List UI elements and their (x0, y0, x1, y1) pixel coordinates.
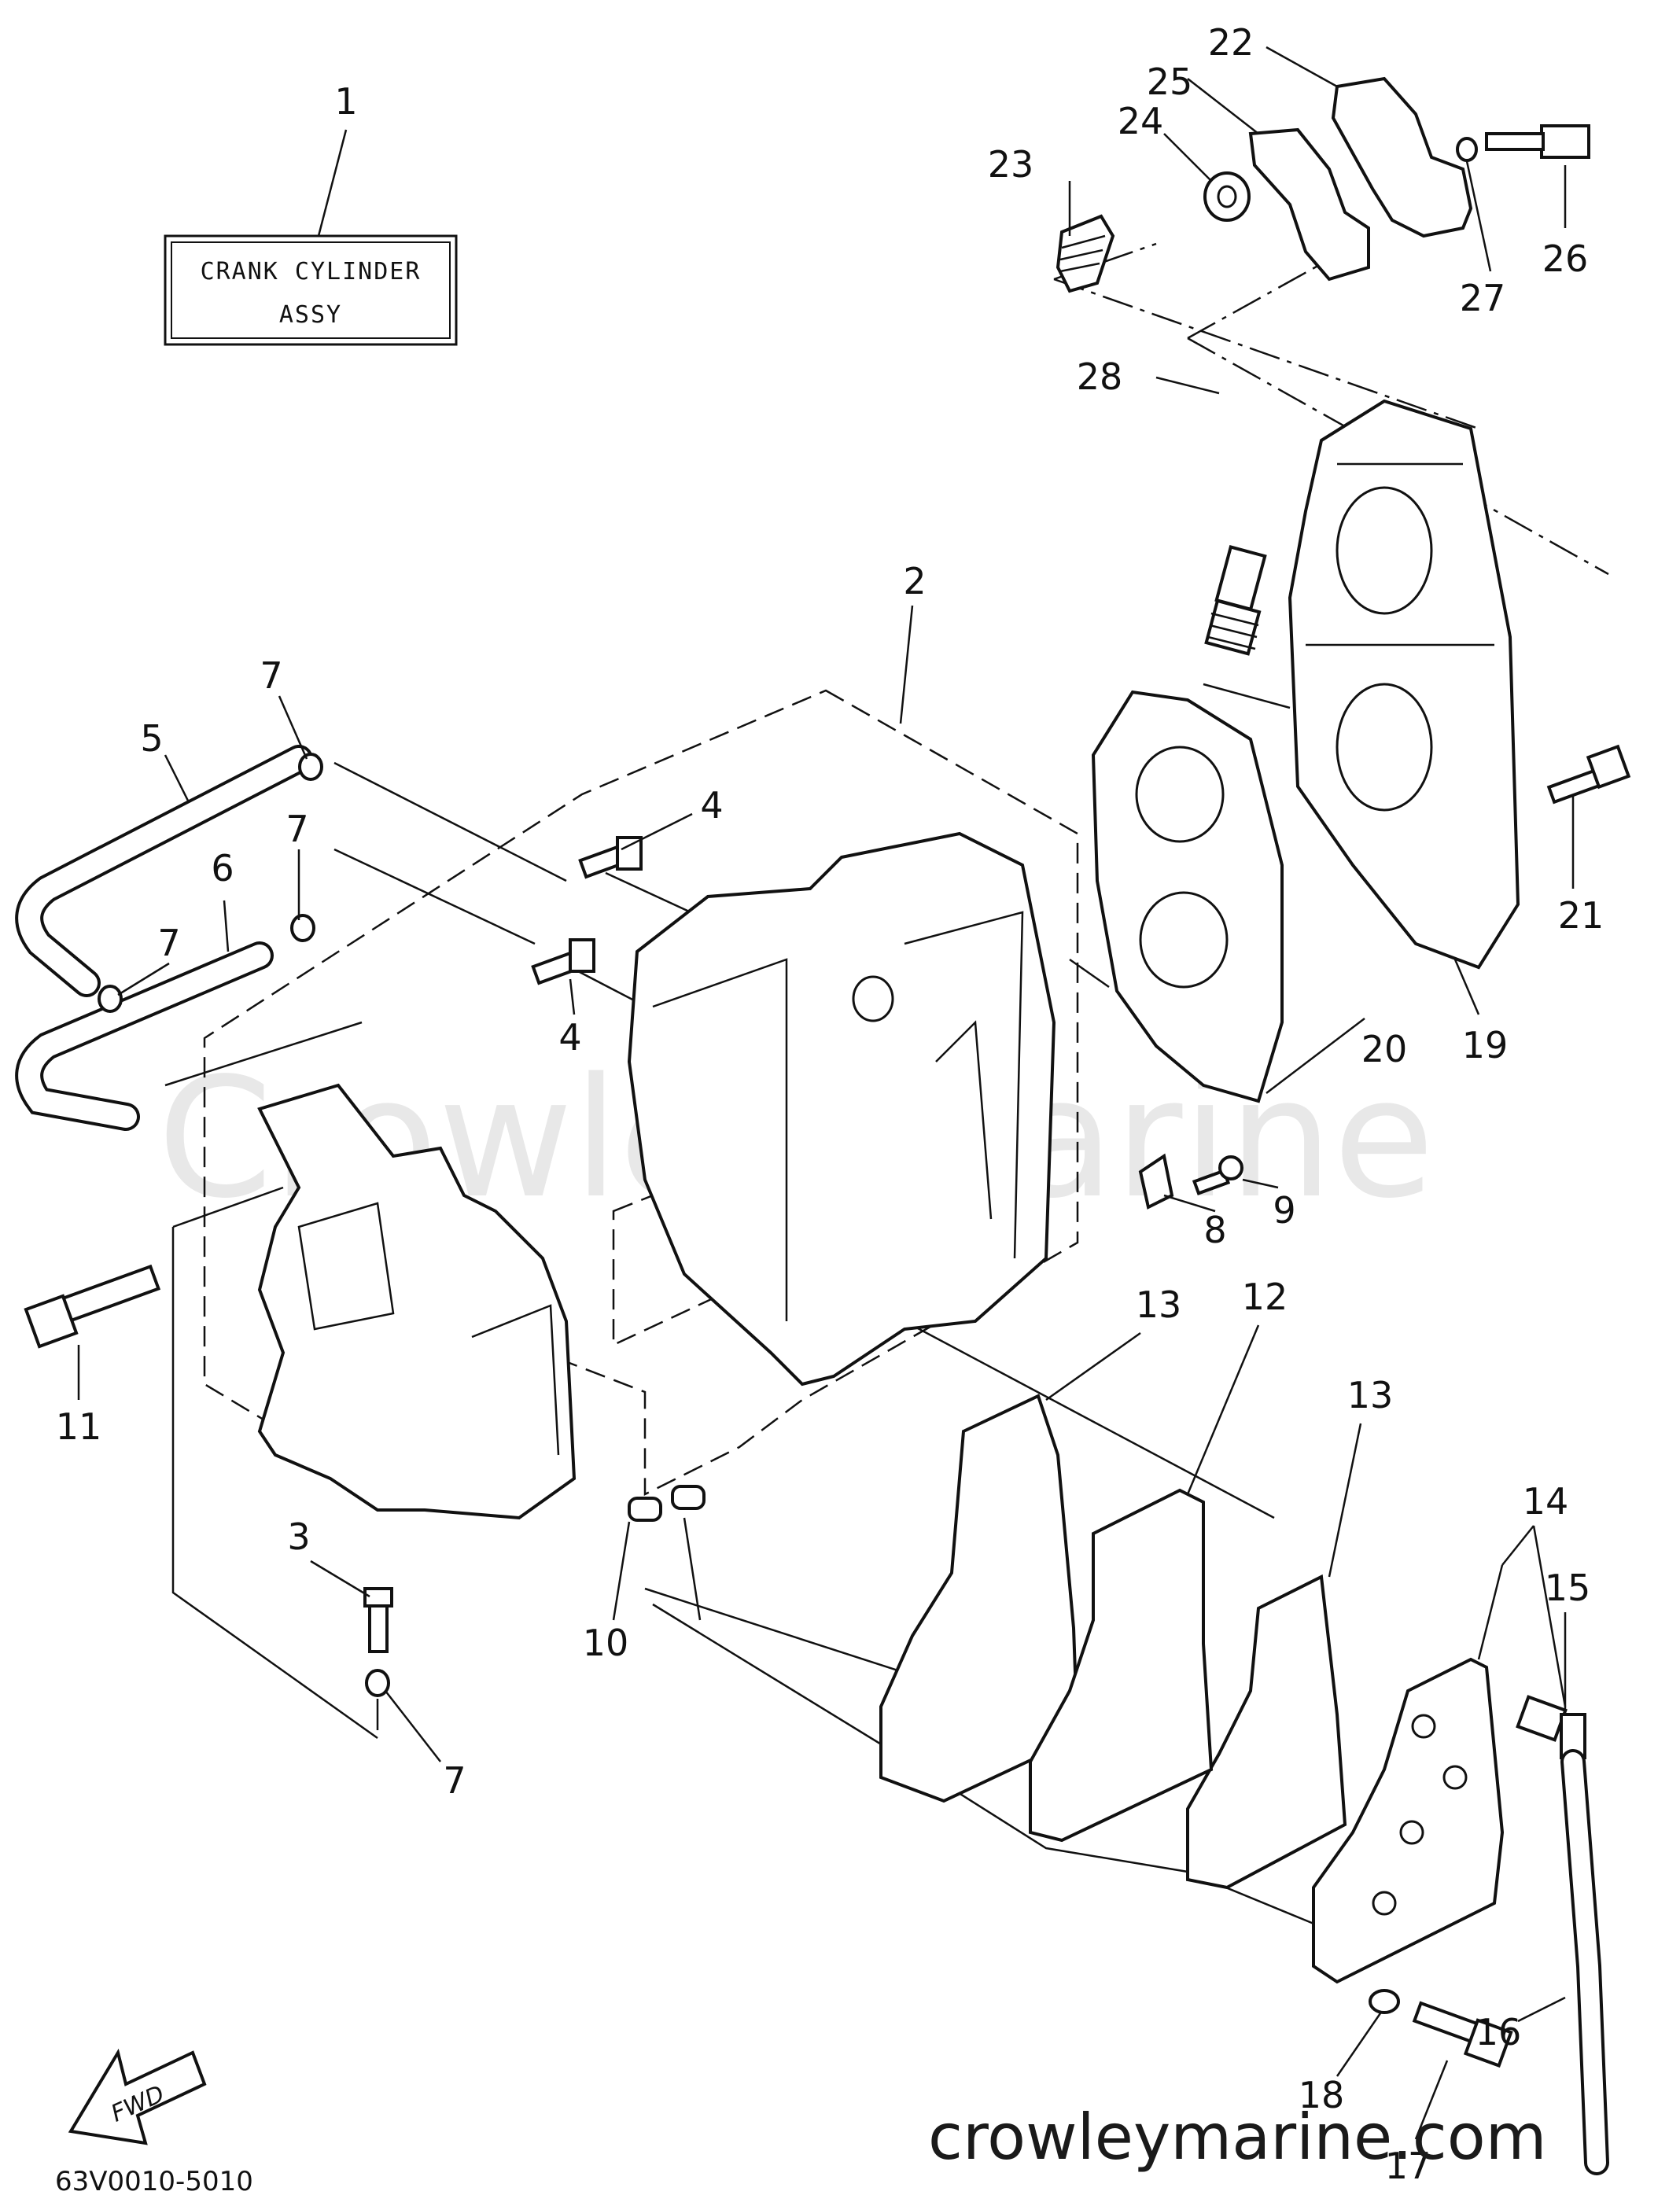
gasket-25 (1248, 127, 1370, 282)
bolt-21 (1546, 744, 1631, 805)
callout-22: 22 (1208, 21, 1254, 64)
bolt-17 (1412, 2001, 1513, 2068)
callout-7c: 7 (157, 922, 180, 964)
callout-25: 25 (1147, 61, 1193, 103)
callout-1: 1 (334, 80, 357, 123)
callout-7d: 7 (443, 1759, 466, 1802)
fitting-4a (578, 836, 643, 879)
clamp-8 (1138, 1153, 1174, 1210)
callout-20: 20 (1361, 1028, 1408, 1070)
callout-27: 27 (1460, 277, 1506, 319)
fwd-arrow-icon: FWD (68, 2048, 207, 2145)
callout-7b: 7 (286, 808, 308, 850)
gasket-13a (879, 1394, 1080, 1803)
callout-2: 2 (903, 560, 926, 602)
callout-23: 23 (988, 143, 1034, 186)
thermostat-cap-23 (1056, 214, 1115, 293)
callout-12: 12 (1242, 1276, 1288, 1318)
callout-15: 15 (1545, 1567, 1591, 1609)
callout-13a: 13 (1136, 1283, 1182, 1326)
washer-18 (1369, 1989, 1400, 2014)
cover-14 (1312, 1657, 1505, 1984)
callout-6: 6 (211, 847, 234, 889)
callout-3: 3 (287, 1515, 310, 1558)
callout-14: 14 (1523, 1480, 1569, 1523)
callout-24: 24 (1118, 100, 1164, 142)
plate-12 (1029, 1488, 1214, 1843)
clip-7d (365, 1669, 390, 1697)
clip-7c (98, 985, 123, 1013)
callout-5: 5 (140, 717, 163, 760)
spark-plug-28 (1204, 545, 1267, 656)
callout-11: 11 (56, 1405, 102, 1448)
callout-21: 21 (1558, 894, 1604, 937)
fitting-4b (531, 938, 595, 985)
assembly-boundary-2 (203, 689, 1079, 1497)
callout-16: 16 (1476, 2011, 1522, 2053)
head-gasket-20 (1091, 690, 1284, 1103)
callout-10: 10 (583, 1622, 629, 1664)
clip-7a (298, 753, 323, 781)
washer-27 (1456, 137, 1478, 162)
cylinder-head-19 (1288, 399, 1520, 970)
callout-leaders (77, 46, 1575, 2140)
callout-18: 18 (1299, 2074, 1345, 2116)
screw-9 (1192, 1155, 1243, 1195)
screw-3 (363, 1587, 393, 1653)
callout-7a: 7 (260, 654, 282, 697)
dowel-pin-10b (671, 1485, 706, 1510)
clip-7b (290, 914, 315, 942)
assembly-label-box: CRANK CYLINDER ASSY (164, 234, 458, 346)
callout-13b: 13 (1347, 1374, 1394, 1416)
crankcase-half (257, 1083, 577, 1520)
cylinder-block-2 (627, 831, 1056, 1387)
bolt-11 (24, 1264, 161, 1349)
callout-19: 19 (1462, 1024, 1509, 1066)
callout-26: 26 (1542, 238, 1589, 280)
site-name: crowleymarine.com (928, 2101, 1547, 2174)
fitting-15 (1516, 1695, 1586, 1759)
callout-8: 8 (1203, 1209, 1226, 1251)
assembly-lines (164, 242, 1609, 1928)
assembly-label-line1: CRANK CYLINDER (201, 258, 422, 285)
dowel-pin-10a (628, 1497, 662, 1522)
callout-17: 17 (1385, 2145, 1431, 2187)
gasket-13b (1186, 1574, 1347, 1890)
callout-4b: 4 (558, 1016, 581, 1059)
callout-9: 9 (1273, 1189, 1295, 1232)
assembly-label-line2: ASSY (279, 301, 342, 329)
callout-4a: 4 (700, 784, 723, 827)
bolt-26 (1485, 124, 1590, 159)
diagram-code: 63V0010-5010 (55, 2166, 253, 2197)
cover-22 (1331, 76, 1473, 238)
callout-28: 28 (1077, 355, 1123, 398)
